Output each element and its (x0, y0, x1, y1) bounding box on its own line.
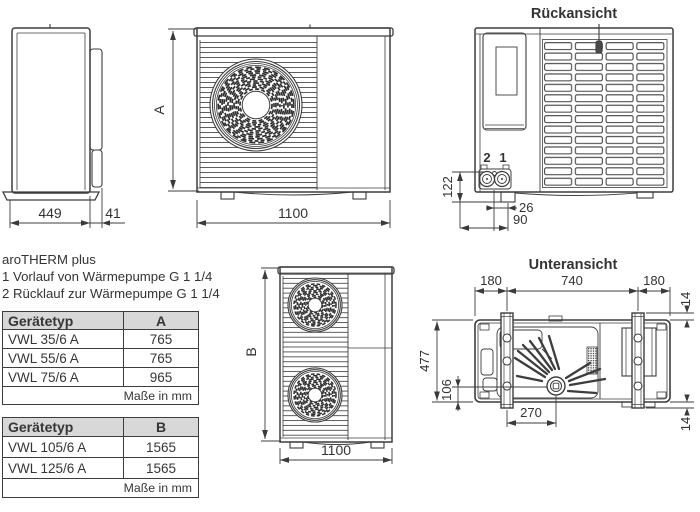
base-interior (480, 323, 657, 399)
dim-value: 765 (123, 329, 199, 349)
dim-106 (452, 376, 547, 411)
mounting-rail-left (500, 312, 514, 409)
dim-A-label: A (151, 105, 167, 115)
dim-270 (506, 396, 557, 427)
hydraulic-ports (478, 164, 512, 190)
device-type: VWL 105/6 A (2, 436, 124, 458)
bottom-view: Unteransicht 180 740 180 (417, 257, 694, 431)
dim-14-bottom-label: 14 (678, 417, 693, 431)
dim-14-top (646, 305, 694, 328)
dim-value: 765 (123, 348, 199, 368)
table-a-footnote: Maße in mm (2, 386, 199, 405)
port-2-label: 2 (483, 150, 490, 165)
front-view-large: B 1100 (243, 266, 395, 464)
foot (220, 191, 235, 200)
foot (636, 191, 654, 199)
dim-1100-label: 1100 (278, 205, 308, 221)
base-plate (1, 191, 101, 201)
fan (209, 58, 303, 152)
bottom-view-title: Unteransicht (529, 257, 618, 273)
dim-477-label: 477 (417, 350, 432, 372)
dim-270-label: 270 (520, 405, 542, 420)
dim-477 (432, 319, 473, 403)
fan-lower (287, 367, 343, 423)
fan-upper (287, 277, 343, 333)
port-1-label: 1 (499, 150, 506, 165)
dim-depth (9, 188, 125, 228)
table-row: VWL 125/6 A 1565 (2, 457, 199, 479)
device-type: VWL 75/6 A (2, 367, 124, 387)
device-type: VWL 55/6 A (2, 348, 124, 368)
side-view: 449 41 (1, 24, 125, 228)
dim-value: 1565 (123, 436, 199, 458)
rear-grille (542, 39, 668, 188)
legend-item-1: 1 Vorlauf von Wärmepumpe G 1 1/4 (2, 269, 213, 284)
device-type: VWL 125/6 A (2, 457, 124, 479)
foot (352, 191, 367, 200)
rear-view: Rückansicht (440, 6, 674, 231)
dim-1100-label: 1100 (321, 442, 351, 458)
dim-180-left-label: 180 (480, 273, 502, 288)
table-row: VWL 35/6 A 765 (2, 329, 199, 349)
dim-14-bottom (646, 394, 694, 416)
table-row: VWL 55/6 A 765 (2, 348, 199, 368)
dim-chain-top (474, 287, 671, 316)
table-row: Maße in mm (2, 386, 199, 405)
grille-latch (595, 24, 603, 54)
wall-bracket (89, 48, 103, 188)
dim-width-1100 (196, 200, 391, 228)
table-a-header-dim: A (123, 311, 199, 330)
dim-value: 1565 (123, 457, 199, 479)
dim-B-label: B (243, 347, 259, 356)
drain-ribs (513, 334, 607, 395)
mounting-rail-right (631, 312, 645, 409)
front-view-small: A 1100 (151, 24, 394, 228)
device-type: VWL 35/6 A (2, 329, 124, 349)
legend-item-2: 2 Rücklauf zur Wärmepumpe G 1 1/4 (2, 286, 220, 301)
dim-14-top-label: 14 (678, 292, 693, 306)
table-row: VWL 105/6 A 1565 (2, 436, 199, 458)
table-a-header-type: Gerätetyp (2, 311, 124, 330)
dim-26 (486, 190, 517, 231)
rear-view-title: Rückansicht (531, 6, 617, 22)
table-row: Maße in mm (2, 478, 199, 498)
dim-90-label: 90 (513, 212, 527, 227)
dim-122-label: 122 (440, 176, 455, 198)
foot (289, 441, 304, 449)
device-type-table-b: Gerätetyp B VWL 105/6 A 1565 VWL 125/6 A… (2, 417, 199, 498)
dim-width-1100 (279, 448, 393, 464)
table-row: VWL 75/6 A 965 (2, 367, 199, 387)
dim-449-label: 449 (38, 205, 62, 221)
dim-122 (452, 171, 501, 228)
dim-height-B (261, 267, 281, 442)
table-b-footnote: Maße in mm (2, 478, 199, 498)
dim-180-right-label: 180 (643, 273, 665, 288)
dim-value: 965 (123, 367, 199, 387)
dim-740-label: 740 (561, 273, 583, 288)
dim-106-label: 106 (439, 379, 454, 401)
table-b-header-type: Gerätetyp (2, 417, 124, 437)
dim-height-A (168, 28, 199, 192)
dim-26-label: 26 (519, 200, 533, 215)
drain-outlet (546, 376, 566, 396)
access-panel (482, 32, 527, 131)
top-cap (193, 27, 394, 37)
vent-grid (586, 346, 598, 375)
dim-41-label: 41 (105, 205, 121, 221)
condensate-outlet (500, 191, 516, 203)
device-type-table-a: Gerätetyp A VWL 35/6 A 765 VWL 55/6 A 76… (2, 311, 199, 405)
product-name: aroTHERM plus (2, 252, 96, 267)
table-b-header-dim: B (123, 417, 199, 437)
foot (370, 441, 385, 449)
